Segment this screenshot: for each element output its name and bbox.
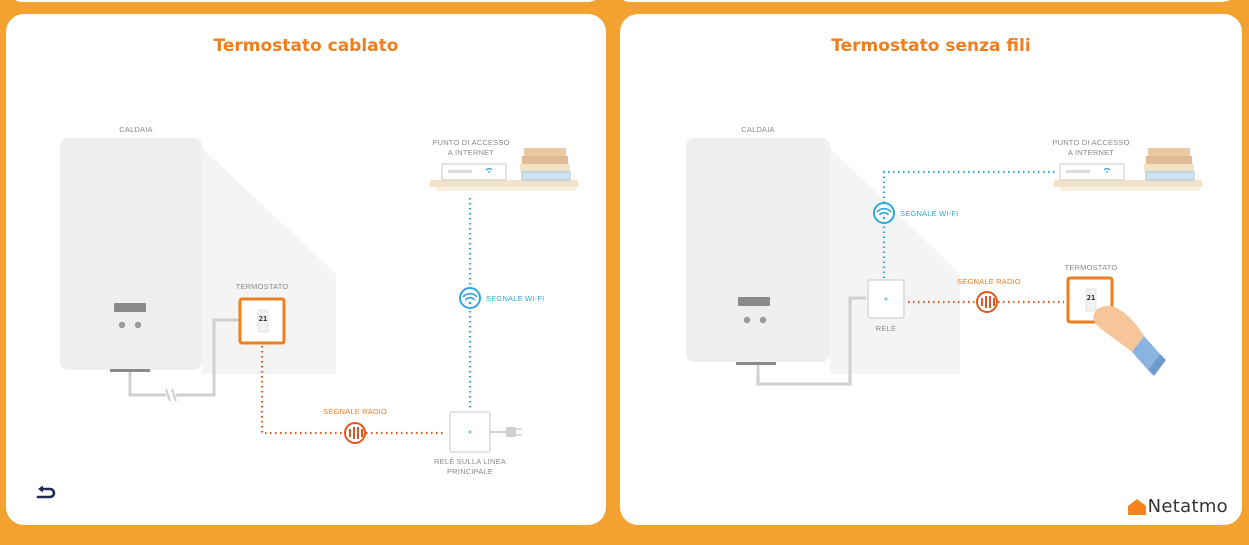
wifi-arc-1-right xyxy=(876,207,892,213)
book-1-right xyxy=(1148,148,1190,156)
label-access-point-2-right: A INTERNET xyxy=(1067,148,1115,157)
boiler-knob-left xyxy=(118,321,126,329)
wire-boiler-relay xyxy=(756,296,866,386)
top-panel-left-edge xyxy=(8,0,602,2)
relay-led-right xyxy=(884,297,888,301)
netatmo-logo: Netatmo xyxy=(1127,496,1228,517)
wifi-arc-2 xyxy=(464,296,476,301)
panel-title-wired: Termostato cablato xyxy=(213,36,399,56)
relay-plug xyxy=(506,427,516,437)
thermostat-temperature: 21 xyxy=(259,315,267,323)
label-relay-2: PRINCIPALE xyxy=(446,467,494,476)
label-relay-1: RELÈ SULLA LINEA xyxy=(434,457,506,466)
radio-bar-1 xyxy=(349,429,351,437)
router-slot xyxy=(448,170,472,173)
top-panel-right-edge xyxy=(616,0,1236,2)
label-access-point-1: PUNTO DI ACCESSO xyxy=(432,138,510,147)
wireless-diagram: 21 xyxy=(686,138,1202,386)
router xyxy=(441,163,507,181)
book-3-right xyxy=(1144,164,1194,172)
panel-title-wireless: Termostato senza fili xyxy=(831,36,1031,56)
relay-led xyxy=(468,430,472,434)
top-strip xyxy=(0,0,1249,6)
radio-bar-4 xyxy=(361,429,363,437)
thermostat-screen-right xyxy=(1085,288,1097,312)
radio-bar-3-right xyxy=(989,296,991,308)
router-wifi-dot xyxy=(488,171,490,173)
boiler-pipe-cap xyxy=(110,369,150,372)
label-radio-signal: SEGNALE RADIO xyxy=(323,407,387,416)
boiler-display xyxy=(114,303,146,312)
label-wifi-signal-right: SEGNALE WI-FI xyxy=(900,209,959,218)
label-thermostat: TERMOSTATO xyxy=(235,282,289,291)
book-1 xyxy=(524,148,566,156)
wireless-thermostat-panel: Termostato senza fili 21 xyxy=(620,14,1242,525)
wifi-arc-1 xyxy=(462,292,478,298)
label-thermostat-right: TERMOSTATO xyxy=(1064,263,1118,272)
book-2-right xyxy=(1146,156,1192,164)
shelf-shadow xyxy=(436,187,576,191)
wire-boiler-b xyxy=(176,318,239,397)
netatmo-logo-icon xyxy=(1127,498,1146,515)
label-radio-signal-right: SEGNALE RADIO xyxy=(957,277,1021,286)
router-right xyxy=(1059,163,1125,181)
radio-bar-2-right xyxy=(985,296,987,308)
brand-name: Netatmo xyxy=(1147,496,1228,517)
label-relay-right: RELÈ xyxy=(875,324,897,333)
boiler-display-right xyxy=(738,297,770,306)
radio-bar-2 xyxy=(353,427,355,439)
book-4-right xyxy=(1145,171,1195,181)
router-wifi-icon xyxy=(485,168,493,171)
back-arrow-icon[interactable] xyxy=(36,485,58,505)
wire-break-2 xyxy=(171,388,177,402)
sleeve-cuff xyxy=(1148,354,1166,376)
router-slot-right xyxy=(1066,170,1090,173)
radio-bar-3 xyxy=(357,427,359,439)
wire-break-1 xyxy=(165,388,171,402)
wifi-dot xyxy=(468,301,472,305)
shelf-shadow-right xyxy=(1060,187,1200,191)
book-2 xyxy=(522,156,568,164)
thermostat-screen xyxy=(257,309,269,333)
label-access-point-1-right: PUNTO DI ACCESSO xyxy=(1052,138,1130,147)
wired-thermostat-panel: Termostato cablato 21 xyxy=(6,14,606,525)
wifi-arc-2-right xyxy=(878,211,890,216)
shelf-right xyxy=(1054,180,1202,187)
router-wifi-icon-right xyxy=(1103,168,1111,171)
boiler-right xyxy=(686,138,830,362)
book-3 xyxy=(520,164,570,172)
boiler-shadow-right xyxy=(830,148,960,374)
shelf xyxy=(430,180,578,187)
wired-diagram: 21 xyxy=(60,138,578,453)
thermostat-shadow xyxy=(284,299,326,359)
label-boiler: CALDAIA xyxy=(119,125,153,134)
wifi-dot-right xyxy=(882,216,886,220)
router-wifi-dot-right xyxy=(1106,171,1108,173)
radio-bar-4-right xyxy=(993,298,995,306)
book-4 xyxy=(521,171,571,181)
boiler-pipe-cap-right xyxy=(736,362,776,365)
sleeve xyxy=(1132,336,1160,370)
boiler xyxy=(60,138,202,370)
label-wifi-signal: SEGNALE WI-FI xyxy=(486,294,545,303)
thermostat-temperature-right: 21 xyxy=(1087,294,1095,302)
radio-bar-1-right xyxy=(981,298,983,306)
label-boiler-right: CALDAIA xyxy=(741,125,775,134)
boiler-knob-left-right xyxy=(743,316,751,324)
label-access-point-2: A INTERNET xyxy=(447,148,495,157)
wire-boiler-a xyxy=(128,372,166,397)
boiler-knob-right-right xyxy=(759,316,767,324)
wifi-signal-line-right xyxy=(882,170,1056,278)
hand xyxy=(1093,305,1144,352)
boiler-knob-right xyxy=(134,321,142,329)
